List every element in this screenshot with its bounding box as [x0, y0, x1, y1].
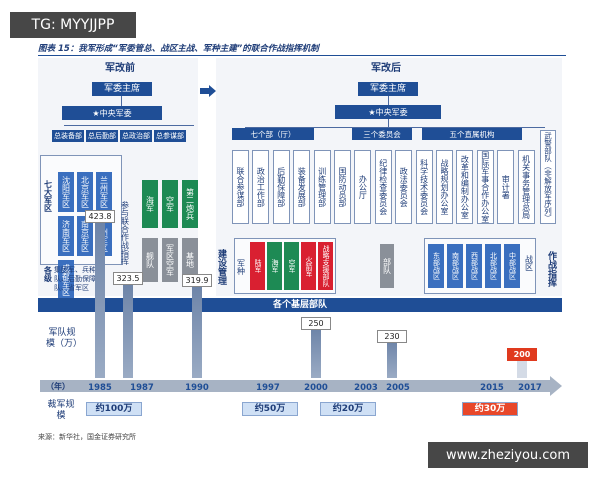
year-label: 1997 — [256, 383, 280, 393]
after-dept-box: 办公厅 — [354, 150, 372, 224]
after-service-box: 海军 — [267, 242, 282, 290]
before-header: 军改前 — [105, 63, 135, 74]
military-label: 军种 — [236, 259, 246, 275]
year-label: 2000 — [304, 383, 328, 393]
army-size-value: 230 — [377, 329, 407, 343]
cut-size-label: 裁军规模 — [47, 400, 75, 421]
group-header: 五个直属机构 — [422, 128, 522, 140]
army-size-bar — [192, 285, 202, 378]
service-box: 海军 — [142, 180, 158, 228]
watermark-top-left: TG: MYYJJPP — [10, 12, 136, 38]
after-dept-box: 政治工作部 — [252, 150, 270, 224]
theater-box: 北部战区 — [485, 244, 501, 288]
year-axis-label: （年） — [46, 382, 70, 391]
service-sub-box: 基地 — [182, 238, 198, 282]
theater-box: 西部战区 — [466, 244, 482, 288]
after-dept-box: 政法委员会 — [395, 150, 413, 224]
watermark-bottom-right: www.zheziyou.com — [428, 442, 588, 468]
joint-label: 参与联合作战指挥 — [120, 201, 130, 265]
region-box: 成都军区 — [58, 260, 74, 300]
reform-arrow — [200, 82, 216, 97]
army-size-bar — [123, 282, 133, 378]
after-dept-box: 装备发展部 — [293, 150, 311, 224]
after-header: 军改后 — [371, 63, 401, 74]
build-label: 建设管理 — [216, 249, 226, 285]
before-dept-box: 总政治部 — [120, 130, 152, 142]
year-label: 2003 — [354, 383, 378, 393]
region-box: 济南军区 — [58, 216, 74, 256]
service-box: 空军 — [162, 180, 178, 228]
after-dept-box: 战略规划办公室 — [436, 150, 453, 224]
figure-title: 图表 15：我军形成“军委管总、战区主战、军种主建”的联合作战指挥机制 — [38, 44, 319, 54]
army-size-value: 200 — [507, 348, 537, 362]
after-dept-box: 审计署 — [497, 150, 515, 224]
branch-label: 各级 — [43, 266, 53, 282]
after-dept-box: 纪律检查委员会 — [374, 150, 392, 224]
before-dept-box: 总装备部 — [52, 130, 84, 142]
before-cmc-box: ★中央军委 — [62, 106, 162, 120]
region-box: 兰州军区 — [96, 172, 112, 212]
after-cmc-box: ★中央军委 — [335, 105, 441, 119]
year-label: 1985 — [88, 383, 112, 393]
after-service-box: 战略支援部队 — [318, 242, 333, 290]
after-dept-box: 联合参谋部 — [232, 150, 249, 224]
army-size-value: 423.8 — [85, 209, 115, 223]
army-size-bar — [95, 220, 105, 378]
year-label: 2017 — [518, 383, 542, 393]
cut-box: 约30万 — [462, 402, 518, 416]
region-box: 南京军区 — [77, 216, 93, 256]
before-dept-box: 总参谋部 — [154, 130, 186, 142]
army-size-value: 319.9 — [182, 274, 212, 288]
theater-box: 中部战区 — [504, 244, 520, 288]
theater-box: 东部战区 — [428, 244, 444, 288]
army-size-bar — [517, 359, 527, 378]
after-service-box: 空军 — [284, 242, 299, 290]
troops-box: 部队 — [380, 244, 394, 288]
after-dept-box: 后勤保障部 — [272, 150, 290, 224]
year-label: 2005 — [386, 383, 410, 393]
after-top-box: 军委主席 — [358, 82, 418, 96]
theater-label: 战区 — [524, 255, 534, 271]
army-size-bar — [311, 328, 321, 378]
after-dept-box: 改革和编制办公室 — [456, 150, 474, 224]
before-top-box: 军委主席 — [92, 82, 152, 96]
group-header: 七个部（厅） — [232, 128, 314, 140]
group-header: 三个委员会 — [352, 128, 412, 140]
after-dept-box: 训练管理部 — [313, 150, 331, 224]
army-size-bar — [387, 340, 397, 378]
year-label: 2015 — [480, 383, 504, 393]
army-size-label: 军队规模（万） — [46, 328, 83, 349]
after-dept-box: 机关事务管理总局 — [517, 150, 535, 224]
year-label: 1987 — [130, 383, 154, 393]
base-units-bar: 各个基层部队 — [38, 298, 562, 312]
cut-box: 约20万 — [320, 402, 376, 416]
army-size-value: 323.5 — [113, 271, 143, 285]
after-service-box: 陆军 — [250, 242, 265, 290]
command-label: 作战指挥 — [546, 251, 556, 287]
before-dept-box: 总后勤部 — [86, 130, 118, 142]
region-box: 北京军区 — [77, 172, 93, 212]
after-service-box: 火箭军 — [301, 242, 316, 290]
after-dept-box: 国际军事合作办公室 — [476, 150, 494, 224]
service-sub-box: 军区空军 — [162, 238, 178, 282]
service-sub-box: 舰队 — [142, 238, 158, 282]
after-dept-box: 国防动员部 — [334, 150, 351, 224]
after-dept-box: 科学技术委员会 — [415, 150, 433, 224]
cut-box: 约50万 — [242, 402, 298, 416]
cut-box: 约100万 — [86, 402, 142, 416]
army-size-value: 250 — [301, 317, 331, 331]
source-note: 来源：新华社，国金证券研究所 — [38, 433, 136, 441]
service-box: 第二炮兵 — [182, 180, 198, 228]
theater-box: 南部战区 — [447, 244, 463, 288]
seven-regions-label: 七大军区 — [43, 180, 53, 212]
timeline-axis — [40, 380, 554, 392]
armed-police-box: 武警部队（非解放军序列） — [540, 130, 556, 224]
year-label: 1990 — [185, 383, 209, 393]
region-box: 沈阳军区 — [58, 172, 74, 212]
branch-text: 集团军、兵种部队、后勤保障部队、省军区 — [54, 266, 103, 292]
